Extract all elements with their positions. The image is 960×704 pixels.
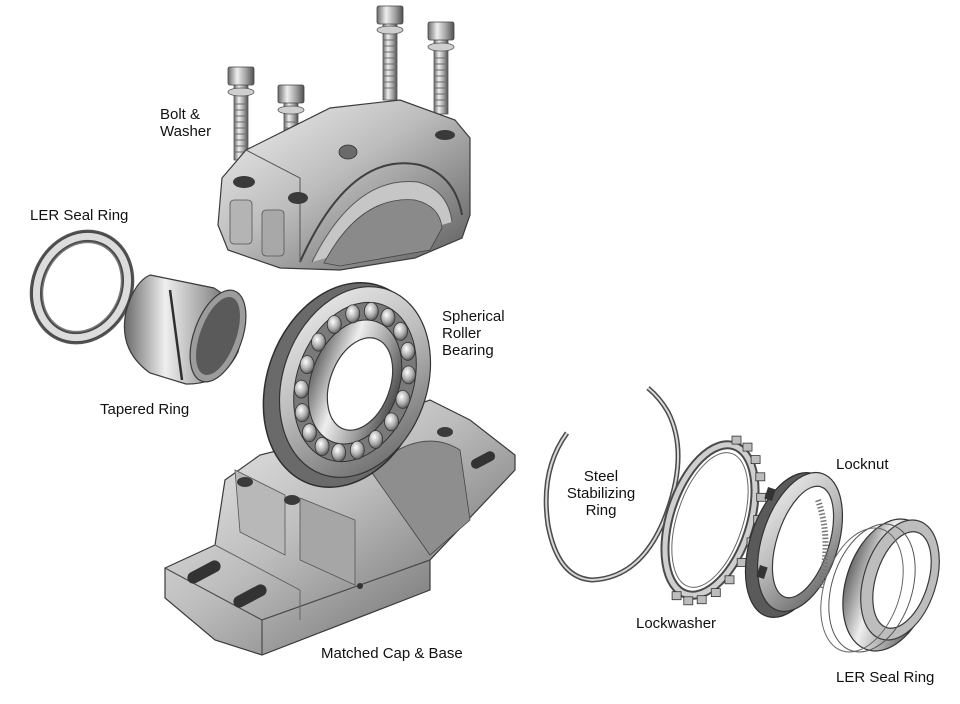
bolt [427,21,455,115]
bearing-roller [294,403,310,423]
steel-stabilizing-ring [543,386,681,583]
bearing-roller [380,308,396,327]
bolt-washer-label: Bolt & Washer [160,106,211,140]
bearing-roller [345,304,361,324]
lockwasher-tab [756,492,767,502]
bearing-roller [314,437,330,456]
lockwasher-tab [750,455,761,465]
spherical-roller-bearing [262,282,432,488]
bolt [376,5,404,101]
housing-cap [217,99,471,271]
steel-stabilizing-ring-label-line: Ring [585,502,617,519]
bolt [227,66,255,161]
bearing-roller [326,315,342,334]
steel-stabilizing-ring-label-line: Steel [583,468,619,485]
lockwasher-tab [696,595,707,605]
bearing-roller [368,430,384,449]
spherical-roller-bearing-label-line: Spherical [442,308,505,325]
steel-stabilizing-ring-label-line: Stabilizing [566,485,636,502]
housing-base [164,399,516,656]
tapered-ring [123,274,247,385]
bearing-roller [384,412,399,432]
bearing-roller [311,332,326,352]
lockwasher-tab [671,591,682,601]
lockwasher-label: Lockwasher [636,615,717,632]
bearing-roller [349,440,365,460]
bearing-rollers [293,301,417,463]
ler-seal-ring-right-label: LER Seal Ring [836,669,935,686]
lockwasher-tab [755,472,766,482]
lockwasher-tab [683,596,694,606]
spherical-roller-bearing-label-line: Bearing [442,342,494,359]
bolt-washer-label-line: Bolt & [160,106,201,123]
lockwasher-tab [731,435,742,445]
bearing-roller [393,321,409,341]
locknut-label: Locknut [836,456,889,473]
lockwasher-tab [724,575,735,585]
bearing-roller [401,365,417,385]
bearing-roller [363,301,379,321]
bearing-roller [293,379,309,399]
bearing-roller [400,341,416,361]
lockwasher-tab [710,588,721,597]
ler-seal-ring-left-label: LER Seal Ring [30,207,129,224]
bearing-roller [331,443,347,463]
matched-cap-base-label: Matched Cap & Base [321,645,463,662]
bearing-roller [299,355,315,375]
spherical-roller-bearing-label: Spherical Roller Bearing [442,308,505,359]
ler-seal-ring-right [820,518,940,653]
lockwasher-tab [736,558,747,567]
ler-seal-ring-left [29,229,135,345]
bolt-washer-label-line: Washer [160,123,212,140]
locknut [744,471,844,618]
tapered-ring-label: Tapered Ring [100,401,190,418]
lockwasher-tab [742,442,753,452]
steel-stabilizing-ring-label: Steel Stabilizing Ring [563,468,639,519]
bearing-roller [395,389,411,409]
bearing-roller [301,423,317,443]
spherical-roller-bearing-label-line: Roller [442,325,482,342]
